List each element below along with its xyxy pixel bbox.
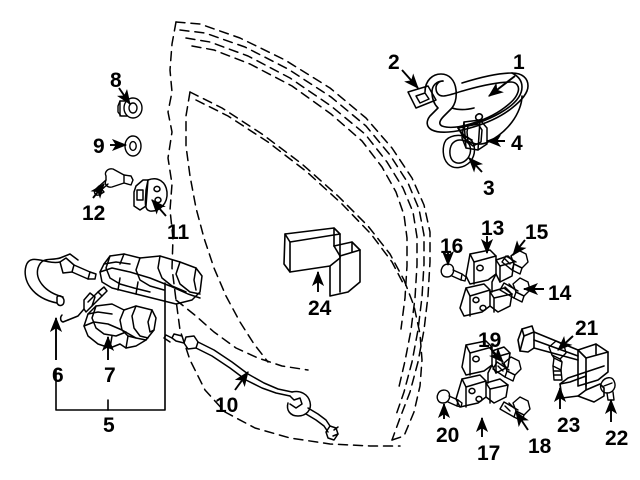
- part-9-grommet: [124, 135, 142, 157]
- part-10-release-cable: [163, 333, 339, 441]
- callout-number-5: 5: [103, 414, 115, 437]
- callout-number-23: 23: [557, 414, 581, 437]
- callout-number-4: 4: [511, 132, 523, 155]
- part-23-check-bolt: [548, 340, 567, 381]
- callout-number-11: 11: [167, 221, 190, 244]
- callout-number-3: 3: [483, 177, 495, 200]
- part-5-latch-assembly: [99, 253, 203, 305]
- callout-number-2: 2: [388, 51, 400, 74]
- callout-number-24: 24: [308, 297, 332, 320]
- leader-arrow-10: [234, 371, 249, 391]
- part-16-hinge-pin-cap: [440, 263, 467, 282]
- leader-arrow-19: [488, 347, 504, 363]
- part-3-handle-bezel: [442, 134, 476, 169]
- part-24-bumper-block: [283, 227, 361, 297]
- leader-arrow-12: [90, 183, 105, 199]
- callout-number-10: 10: [215, 394, 239, 417]
- callout-number-12: 12: [82, 202, 106, 225]
- callout-number-8: 8: [110, 69, 122, 92]
- callout-number-15: 15: [525, 221, 549, 244]
- callout-number-19: 19: [478, 329, 502, 352]
- callout-number-7: 7: [104, 364, 116, 387]
- callout-number-22: 22: [605, 427, 629, 450]
- part-14-bolt: [499, 277, 531, 303]
- part-5-grouping-bracket: [55, 282, 166, 411]
- leader-arrow-1: [488, 75, 516, 97]
- leader-arrow-3: [468, 157, 484, 173]
- leader-arrow-2: [401, 69, 419, 89]
- part-11-striker-retainer: [133, 178, 168, 212]
- leader-arrow-11: [151, 199, 167, 217]
- part-8-screw: [117, 97, 143, 119]
- part-1-outside-door-handle: [424, 72, 529, 145]
- part-21-door-check-strap: [517, 325, 609, 403]
- part-4-handle-end-cap: [461, 119, 488, 151]
- callout-number-21: 21: [575, 317, 599, 340]
- part-12-screw: [93, 168, 134, 196]
- leader-arrow-8: [117, 87, 131, 105]
- callout-number-17: 17: [477, 442, 501, 465]
- part-2-handle-seal: [407, 85, 437, 109]
- callout-number-18: 18: [528, 435, 552, 458]
- part-18-bolt: [499, 396, 531, 422]
- part-19-bolt: [492, 356, 522, 382]
- callout-number-1: 1: [513, 51, 525, 74]
- callout-number-13: 13: [481, 217, 505, 240]
- part-17-lower-hinge: [455, 340, 511, 408]
- leader-arrow-15: [512, 239, 527, 256]
- leader-arrow-21: [557, 335, 574, 351]
- callout-leader-lines: [49, 69, 618, 437]
- callout-number-9: 9: [93, 135, 105, 158]
- callout-number-16: 16: [440, 235, 464, 258]
- callout-number-14: 14: [548, 282, 572, 305]
- part-20-hinge-pin-cap: [436, 389, 463, 408]
- door-body-outline: [167, 21, 431, 447]
- callout-number-6: 6: [52, 364, 64, 387]
- part-7-door-lock-actuator: [83, 303, 157, 349]
- callout-number-20: 20: [436, 424, 460, 447]
- leader-arrow-18: [515, 411, 529, 431]
